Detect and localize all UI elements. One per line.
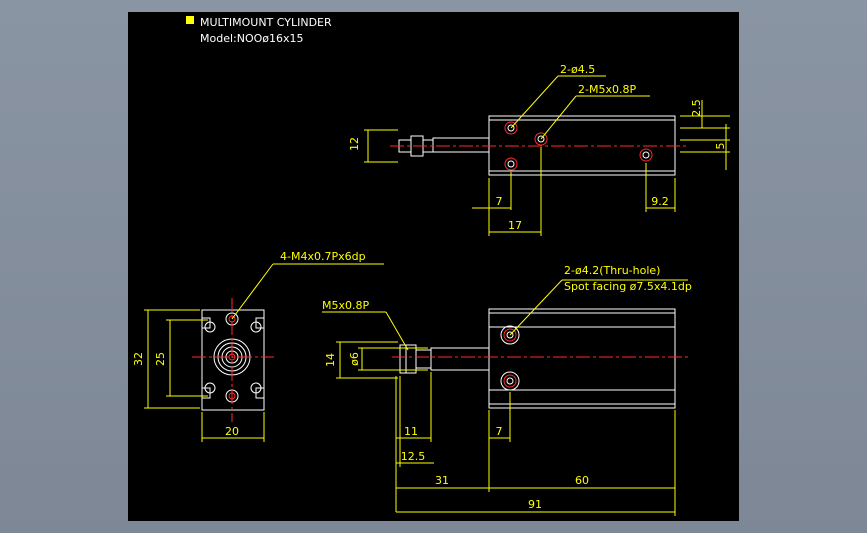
top-port-2: [639, 148, 653, 162]
callout-side-holes-2: Spot facing ø7.5x4.1dp: [564, 280, 692, 293]
dim-top-right-hole: 9.2: [651, 195, 669, 208]
top-hole-1: [504, 121, 518, 135]
drawing-model: Model:NOOø16x15: [200, 32, 304, 45]
dim-top-offset-top: 2.5: [690, 99, 703, 117]
side-view-rod: [430, 347, 490, 371]
dim-side-31: 31: [435, 474, 449, 487]
dim-side-12-5: 12.5: [401, 450, 426, 463]
side-view-body: [488, 308, 676, 409]
callout-side-holes-1: 2-ø4.2(Thru-hole): [564, 264, 660, 277]
top-view: 12 2.5 5 7 17 9.2 2-ø4.5 2-M5x0.8P: [348, 63, 730, 236]
dim-top-offset-side: 5: [714, 143, 727, 150]
drawing-canvas: MULTIMOUNT CYLINDER Model:NOOø16x15 12: [128, 12, 739, 521]
dim-side-60: 60: [575, 474, 589, 487]
dim-top-height: 12: [348, 137, 361, 151]
dim-side-rod-dia: ø6: [348, 352, 361, 366]
end-view-body: [201, 309, 265, 411]
dim-end-pitch: 25: [154, 352, 167, 366]
dim-end-width: 20: [225, 425, 239, 438]
dim-end-height: 32: [132, 352, 145, 366]
end-view: 32 25 20 4-M4x0.7Px6dp: [132, 250, 384, 442]
callout-end-threads: 4-M4x0.7Px6dp: [280, 250, 366, 263]
dim-side-91: 91: [528, 498, 542, 511]
top-port-1: [534, 132, 548, 146]
callout-top-ports: 2-M5x0.8P: [578, 83, 636, 96]
dim-side-7: 7: [496, 425, 503, 438]
drawing-title: MULTIMOUNT CYLINDER: [200, 16, 332, 29]
dim-side-rod-height: 14: [324, 353, 337, 367]
dim-top-body: 17: [508, 219, 522, 232]
dim-top-left-hole: 7: [496, 195, 503, 208]
side-view: 14 ø6 11 12.5 7 31 60 91 M5x0.8P 2-ø4.2(…: [322, 264, 692, 516]
top-hole-2: [504, 157, 518, 171]
title-marker-icon: [186, 16, 194, 24]
callout-top-holes: 2-ø4.5: [560, 63, 595, 76]
top-view-rod: [432, 137, 490, 153]
callout-side-port: M5x0.8P: [322, 299, 369, 312]
dim-side-11: 11: [404, 425, 418, 438]
cad-drawing: MULTIMOUNT CYLINDER Model:NOOø16x15 12: [132, 16, 730, 516]
